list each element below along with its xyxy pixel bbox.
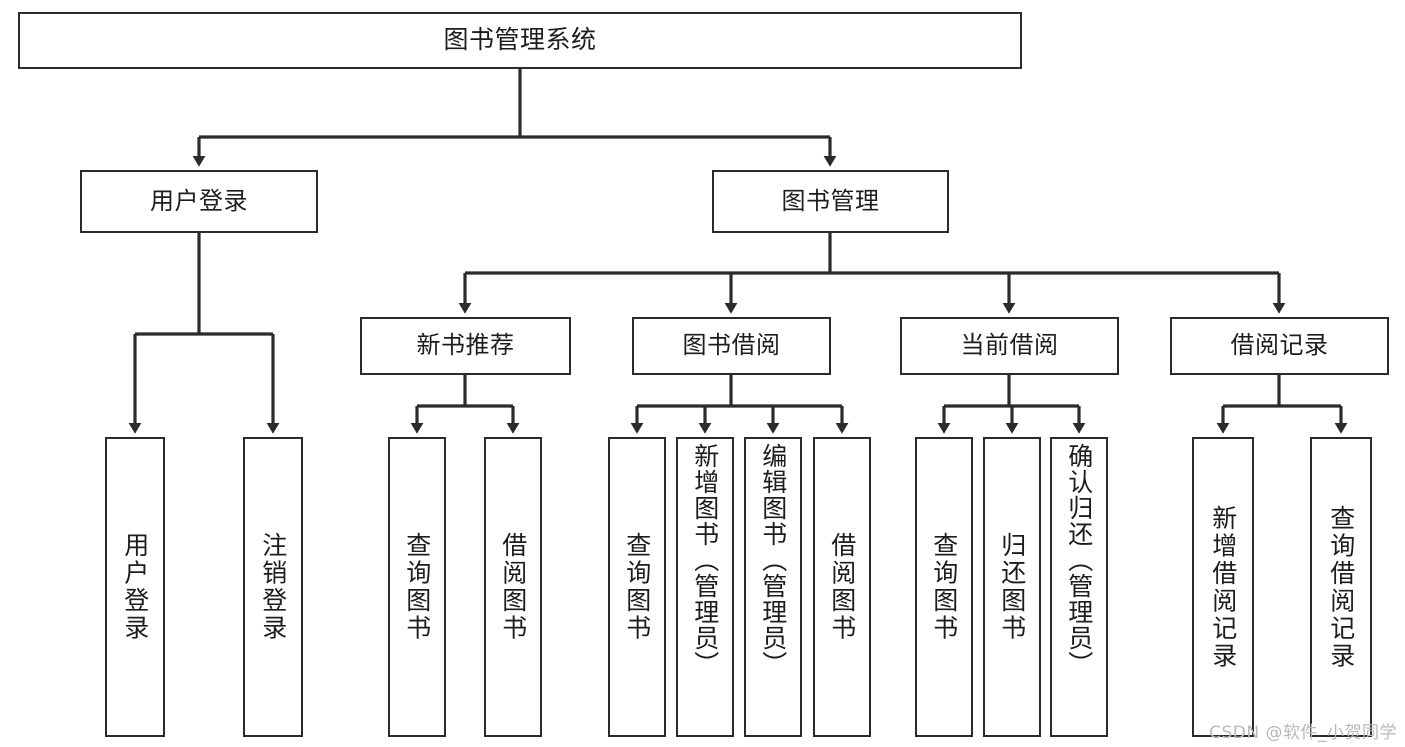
- node-label: 新书推荐: [416, 331, 515, 360]
- node-leaf-3[interactable]: 借阅图书: [484, 437, 542, 737]
- node-leaf-9[interactable]: 归还图书: [983, 437, 1041, 737]
- node-leaf-2[interactable]: 查询图书: [388, 437, 446, 737]
- node-label: 当前借阅: [960, 331, 1059, 360]
- node-leaf-10[interactable]: 确认归还（管理员）: [1050, 437, 1108, 737]
- node-label: 查询图书: [929, 532, 959, 642]
- node-label: 归还图书: [997, 532, 1027, 642]
- node-label: 借阅记录: [1230, 331, 1329, 360]
- node-label: 新增图书（管理员）: [690, 443, 720, 677]
- node-label: 用户登录: [120, 532, 150, 642]
- node-leaf-8[interactable]: 查询图书: [915, 437, 973, 737]
- node-leaf-1[interactable]: 注销登录: [243, 437, 303, 737]
- node-label: 借阅图书: [827, 532, 857, 642]
- node-leaf-12[interactable]: 查询借阅记录: [1310, 437, 1372, 737]
- node-leaf-6[interactable]: 编辑图书（管理员）: [744, 437, 802, 737]
- node-label: 编辑图书（管理员）: [758, 443, 788, 677]
- node-level2-0[interactable]: 用户登录: [80, 170, 318, 233]
- node-label: 确认归还（管理员）: [1064, 443, 1094, 677]
- node-label: 新增借阅记录: [1208, 504, 1238, 670]
- node-leaf-5[interactable]: 新增图书（管理员）: [676, 437, 734, 737]
- node-root[interactable]: 图书管理系统: [18, 12, 1022, 69]
- node-level2-1[interactable]: 图书管理: [712, 170, 949, 233]
- node-label: 借阅图书: [498, 532, 528, 642]
- node-leaf-0[interactable]: 用户登录: [105, 437, 165, 737]
- node-label: 图书管理系统: [443, 25, 597, 55]
- node-label: 查询借阅记录: [1326, 504, 1356, 670]
- node-label: 用户登录: [150, 186, 248, 215]
- node-label: 注销登录: [258, 532, 288, 642]
- node-level3-3[interactable]: 借阅记录: [1170, 317, 1389, 375]
- node-leaf-4[interactable]: 查询图书: [608, 437, 666, 737]
- csdn-watermark: CSDN @软件_小贺同学: [1209, 723, 1397, 743]
- node-label: 图书借阅: [682, 331, 781, 360]
- node-level3-0[interactable]: 新书推荐: [360, 317, 571, 375]
- node-level3-2[interactable]: 当前借阅: [900, 317, 1119, 375]
- node-label: 查询图书: [402, 532, 432, 642]
- node-leaf-11[interactable]: 新增借阅记录: [1192, 437, 1254, 737]
- node-level3-1[interactable]: 图书借阅: [632, 317, 831, 375]
- node-label: 查询图书: [622, 532, 652, 642]
- node-leaf-7[interactable]: 借阅图书: [813, 437, 871, 737]
- node-label: 图书管理: [781, 186, 880, 215]
